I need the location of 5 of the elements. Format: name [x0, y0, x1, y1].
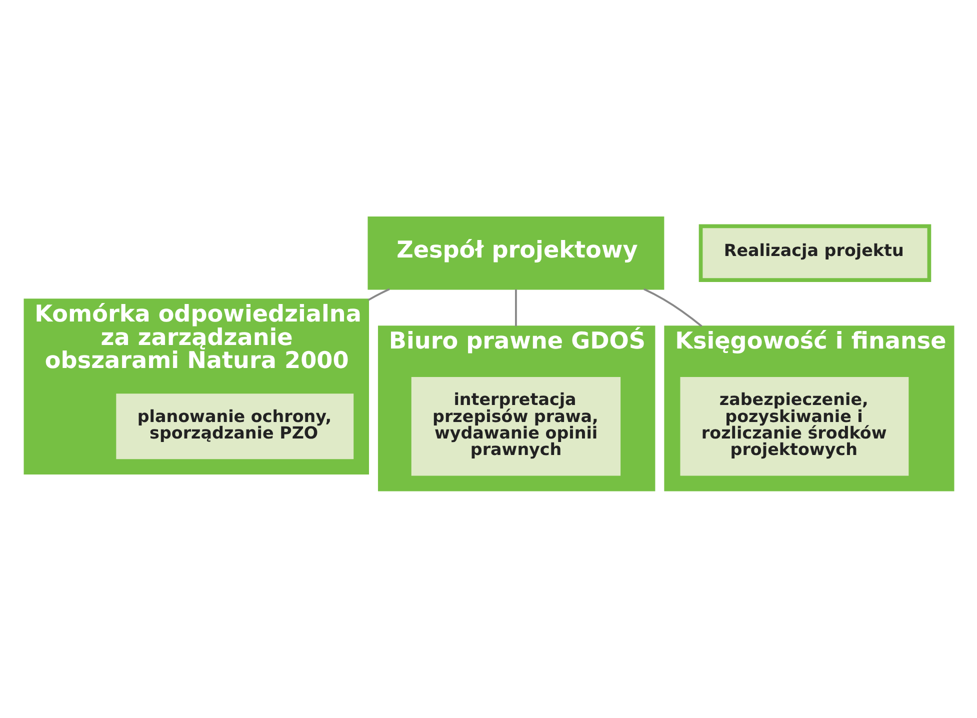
connector: [367, 288, 390, 301]
node-box: Realizacja projektu: [698, 224, 931, 282]
connector: [643, 288, 702, 328]
connector: [514, 289, 516, 326]
node-box: Zespół projektowy: [367, 216, 664, 290]
